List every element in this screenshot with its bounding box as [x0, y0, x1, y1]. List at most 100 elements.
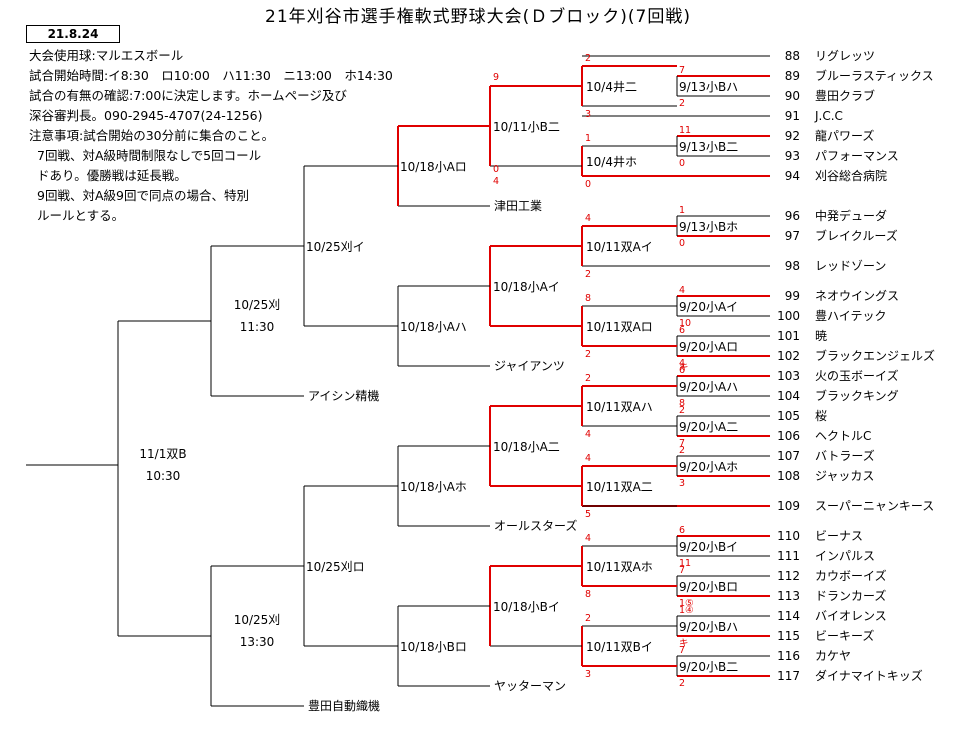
note-caution: 注意事項:試合開始の30分前に集合のこと。 — [29, 128, 275, 143]
team-name: インパルス — [815, 549, 875, 563]
score: 5 — [585, 509, 591, 520]
score: 11 — [679, 125, 691, 136]
score: 3 — [679, 478, 685, 489]
team-name: バトラーズ — [815, 448, 875, 463]
match-label: 9/13小B二 — [679, 140, 738, 154]
match-label: 9/20小Aイ — [679, 300, 738, 314]
match-label: 9/20小B二 — [679, 660, 738, 674]
team-name: ヘクトルC — [815, 429, 871, 443]
team-name: J.C.C — [814, 109, 843, 123]
match-label: 9/20小Bイ — [679, 540, 738, 554]
team-number: 115 — [777, 629, 800, 643]
score: 4 — [585, 453, 591, 464]
team-number: 100 — [777, 309, 800, 323]
score: 4 — [585, 213, 591, 224]
note-rule-9b: ルールとする。 — [37, 208, 125, 223]
score: 2 — [585, 613, 591, 624]
score: 7 — [679, 645, 685, 656]
team-name: カケヤ — [815, 649, 851, 663]
score: 2 — [679, 445, 685, 456]
team-number: 101 — [777, 329, 800, 343]
note-rule-9: 9回戦、対A級9回で同点の場合、特別 — [37, 188, 249, 203]
team-name: ブルーラスティックス — [815, 68, 934, 83]
team-number: 89 — [785, 69, 800, 83]
team-number: 111 — [777, 549, 800, 563]
seed-team: ジャイアンツ — [494, 359, 565, 373]
team-number: 88 — [785, 49, 800, 63]
team-name: リグレッツ — [815, 49, 875, 63]
seed-team: 豊田自動織機 — [308, 698, 380, 713]
team-number: 99 — [785, 289, 800, 303]
match-label: 10/4井ホ — [586, 155, 637, 169]
note-rule-7b: ドあり。優勝戦は延長戦。 — [37, 168, 187, 183]
team-number: 110 — [777, 529, 800, 543]
final-time: 10:30 — [146, 469, 181, 483]
team-number: 94 — [785, 169, 800, 183]
score: 0 — [585, 179, 591, 190]
date-badge: 21.8.24 — [26, 25, 120, 43]
score: 6 — [679, 525, 685, 536]
team-name: 桜 — [815, 409, 827, 423]
match-label: 10/25刈ロ — [306, 560, 365, 574]
match-label: 10/4井二 — [586, 80, 637, 94]
match-label: 10/18小Bイ — [493, 600, 560, 614]
score: 1⑤ — [679, 598, 694, 609]
team-name: ジャッカス — [815, 469, 874, 483]
team-number: 103 — [777, 369, 800, 383]
match-label: 10/18小Aロ — [400, 160, 467, 174]
team-number: 96 — [785, 209, 800, 223]
score: 1 — [679, 205, 685, 216]
team-number: 107 — [777, 449, 800, 463]
seed-team: ヤッターマン — [494, 679, 566, 693]
score: 7 — [679, 438, 685, 449]
match-label: 9/20小Aホ — [679, 460, 738, 474]
team-name: レッドゾーン — [815, 259, 886, 273]
score: 4 — [585, 429, 591, 440]
team-name: 暁 — [815, 329, 827, 343]
seed-team: アイシン精機 — [308, 388, 379, 403]
match-label: 9/13小Bハ — [679, 80, 738, 94]
team-name: 豊田クラブ — [815, 88, 875, 103]
score: 7 — [679, 565, 685, 576]
match-label: 9/20小Bハ — [679, 620, 738, 634]
score: 2 — [585, 373, 591, 384]
team-name: 刈谷総合病院 — [815, 168, 887, 183]
note-ball: 大会使用球:マルエスボール — [29, 48, 184, 63]
match-label: 10/18小Aイ — [493, 280, 560, 294]
team-number: 90 — [785, 89, 800, 103]
score: 0 — [493, 164, 499, 175]
team-name: ビーナス — [815, 529, 863, 543]
note-rule-7: 7回戦、対A級時間制限なしで5回コール — [37, 148, 262, 163]
match-label: 9/20小A二 — [679, 420, 738, 434]
team-name: カウボーイズ — [815, 568, 887, 583]
score: 10 — [679, 318, 691, 329]
team-number: 108 — [777, 469, 800, 483]
match-label: 10/25刈 — [234, 298, 281, 312]
team-number: 105 — [777, 409, 800, 423]
score: 4 — [679, 285, 685, 296]
team-name: ダイナマイトキッズ — [815, 668, 923, 683]
score: 0 — [679, 158, 685, 169]
match-label: 10/18小Aハ — [400, 320, 467, 334]
team-name: ブラックキング — [815, 388, 899, 403]
match-time: 13:30 — [240, 635, 275, 649]
team-name: バイオレンス — [815, 609, 887, 623]
team-name: ビーキーズ — [815, 628, 874, 643]
team-number: 112 — [777, 569, 800, 583]
score: 8 — [585, 293, 591, 304]
team-name: ドランカーズ — [815, 588, 886, 603]
match-label: 9/20小Bロ — [679, 580, 738, 594]
seed-team: 津田工業 — [494, 199, 542, 213]
bracket-lines — [26, 55, 770, 707]
match-label: 10/11双Aイ — [586, 240, 653, 254]
match-label: 10/25刈イ — [306, 240, 365, 254]
team-name: 豊ハイテック — [815, 309, 887, 323]
score: 11 — [679, 558, 691, 569]
team-number: 117 — [777, 669, 800, 683]
team-number: 116 — [777, 649, 800, 663]
score: 8 — [679, 398, 685, 409]
score: 6 — [679, 325, 685, 336]
score: 8 — [585, 589, 591, 600]
team-number: 114 — [777, 609, 800, 623]
